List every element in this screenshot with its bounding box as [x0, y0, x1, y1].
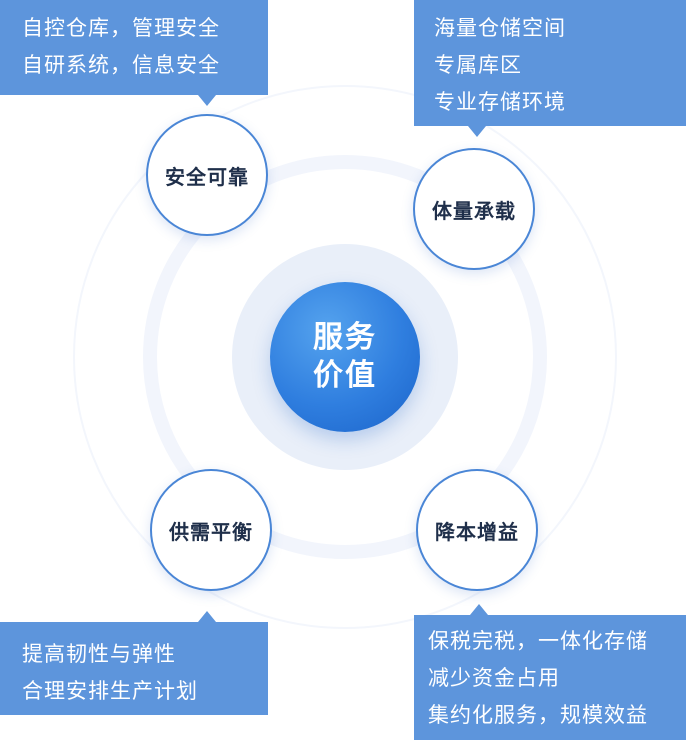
node-capacity: 体量承载 [413, 148, 535, 270]
callout-pointer [468, 126, 486, 137]
node-security: 安全可靠 [146, 114, 268, 236]
center-circle: 服务 价值 [270, 282, 420, 432]
callout-pointer [198, 95, 216, 106]
callout-line: 专属库区 [434, 53, 522, 77]
center-title-line2: 价值 [313, 358, 377, 393]
node-cost-saving-label: 降本增益 [435, 519, 519, 544]
callout-cost-saving: 保税完税，一体化存储 减少资金占用 集约化服务，规模效益 [414, 615, 686, 740]
node-cost-saving: 降本增益 [416, 469, 538, 591]
callout-security: 自控仓库，管理安全 自研系统，信息安全 [0, 0, 268, 95]
callout-pointer [470, 604, 488, 615]
node-balance-label: 供需平衡 [169, 519, 253, 544]
callout-line: 自研系统，信息安全 [22, 53, 220, 77]
callout-line: 提高韧性与弹性 [22, 642, 176, 666]
node-security-label: 安全可靠 [165, 164, 249, 189]
callout-line: 减少资金占用 [428, 666, 560, 690]
callout-line: 海量仓储空间 [434, 16, 566, 40]
outer-ring [73, 85, 617, 629]
node-balance: 供需平衡 [150, 469, 272, 591]
center-title-line1: 服务 [313, 320, 377, 355]
callout-line: 集约化服务，规模效益 [428, 703, 648, 727]
callout-line: 专业存储环境 [434, 90, 566, 114]
callout-line: 保税完税，一体化存储 [428, 629, 648, 653]
callout-capacity: 海量仓储空间 专属库区 专业存储环境 [414, 0, 686, 126]
node-capacity-label: 体量承载 [432, 198, 516, 223]
callout-line: 自控仓库，管理安全 [22, 16, 220, 40]
callout-balance: 提高韧性与弹性 合理安排生产计划 [0, 622, 268, 715]
callout-pointer [198, 611, 216, 622]
callout-line: 合理安排生产计划 [22, 679, 198, 703]
